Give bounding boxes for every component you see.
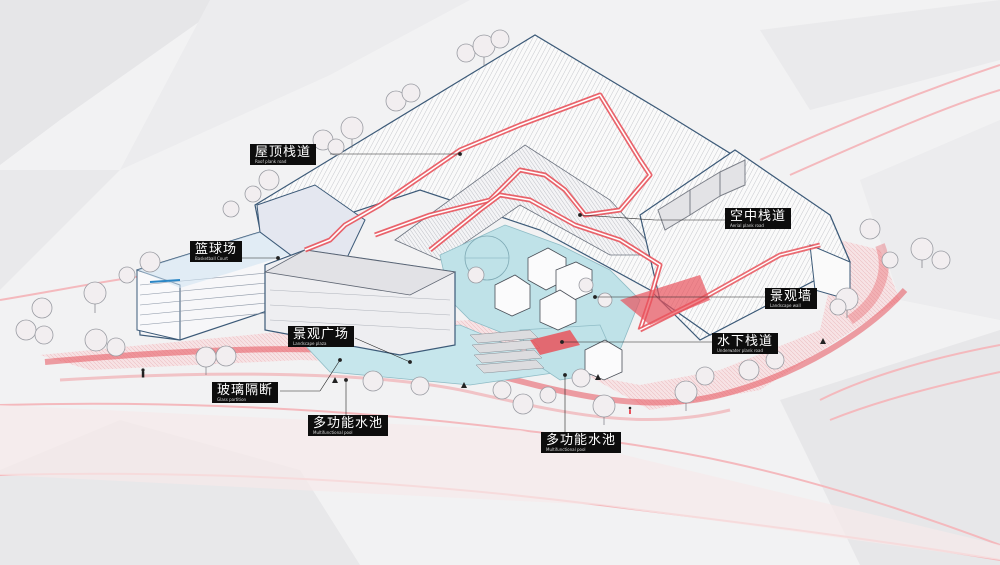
label-zh: 水下栈道 [717, 334, 774, 349]
label-basketball-court: 篮球场 Basketball Court [190, 241, 243, 262]
people [141, 338, 826, 414]
label-en: Glass partition [217, 396, 247, 402]
trees [15, 29, 951, 418]
label-en: Landscape wall [770, 302, 801, 308]
label-multifunctional-pool-1: 多功能水池 Multifunctional pool [308, 415, 389, 436]
label-en: Landscape plaza [293, 340, 327, 346]
underwater-plank-red [530, 330, 580, 355]
label-en: Underwater plank road [717, 347, 763, 353]
label-zh: 多功能水池 [546, 433, 617, 448]
label-en: Multifunctional pool [546, 446, 586, 452]
label-en: Basketball Court [195, 255, 228, 261]
label-zh: 篮球场 [195, 242, 238, 257]
road-surface [0, 405, 1000, 560]
landscape-wall-red [620, 275, 710, 325]
pavilion-cubes [494, 247, 623, 381]
label-aerial-plank-road: 空中栈道 Aerial plank road [725, 208, 792, 229]
label-en: Roof plank road [255, 158, 287, 164]
label-roof-plank-road: 屋顶栈道 Roof plank road [250, 144, 317, 165]
label-zh: 屋顶栈道 [255, 145, 312, 160]
label-underwater-plank-road: 水下栈道 Underwater plank road [712, 333, 779, 354]
label-landscape-plaza: 景观广场 Landscape plaza [288, 326, 355, 347]
label-glass-partition: 玻璃隔断 Glass partition [212, 382, 279, 403]
label-multifunctional-pool-2: 多功能水池 Multifunctional pool [541, 432, 622, 453]
sidewalk-ring [40, 240, 908, 422]
plank-roads [304, 92, 821, 333]
label-zh: 景观墙 [770, 289, 813, 304]
label-zh: 多功能水池 [313, 416, 384, 431]
label-zh: 空中栈道 [730, 209, 787, 224]
plaza-steps [469, 329, 545, 374]
label-en: Aerial plank road [730, 222, 764, 228]
leader-lines [240, 152, 765, 432]
label-zh: 景观广场 [293, 327, 350, 342]
label-en: Multifunctional pool [313, 429, 353, 435]
label-zh: 玻璃隔断 [217, 383, 274, 398]
label-landscape-wall: 景观墙 Landscape wall [765, 288, 818, 309]
